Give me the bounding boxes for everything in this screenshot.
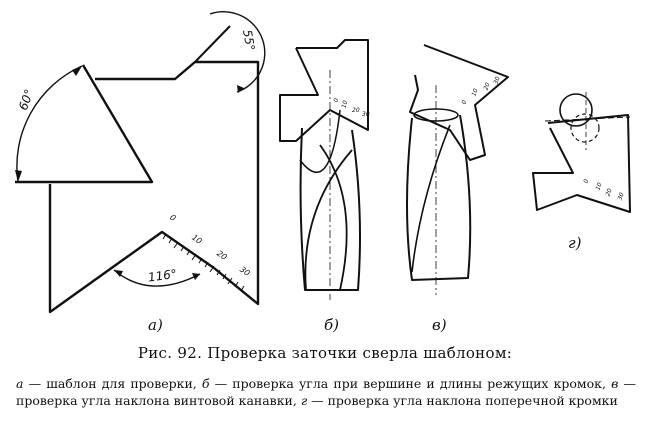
- panel-g-label: г): [568, 234, 582, 252]
- caption-text-g: — проверка угла наклона поперечной кромк…: [307, 393, 618, 408]
- panel-a-label: а): [148, 316, 163, 334]
- g-tick-0: 0: [583, 178, 591, 184]
- g-tick-30: 30: [616, 192, 625, 202]
- caption-key-v: в: [611, 376, 619, 391]
- g-tick-10: 10: [594, 182, 603, 192]
- angle-116-label: 116°: [147, 267, 178, 285]
- caption-key-b: б: [201, 376, 210, 391]
- panel-v-label: в): [432, 316, 447, 334]
- scale-tick-20: 20: [215, 249, 229, 262]
- b-tick-30: 30: [362, 111, 370, 118]
- b-tick-20: 20: [352, 107, 360, 114]
- angle-60-label: 60°: [16, 87, 36, 112]
- caption-key-a: а: [16, 376, 24, 391]
- caption-text-v: — проверка угла наклона винтовой канавки…: [16, 376, 636, 408]
- drill-template-diagram: 60° 55° 116° 0 10 20 30 0 10 20 30 0 10 …: [15, 11, 631, 334]
- figure-caption-body: а — шаблон для проверки, б — проверка уг…: [16, 375, 636, 409]
- v-tick-20: 20: [482, 82, 491, 92]
- panel-b-drill: [279, 39, 369, 300]
- caption-text-a: — шаблон для проверки,: [23, 376, 202, 391]
- panel-b-label: б): [324, 316, 339, 334]
- caption-key-g: г: [300, 393, 308, 408]
- scale-tick-0: 0: [168, 213, 177, 223]
- v-tick-30: 30: [492, 76, 501, 86]
- v-tick-10: 10: [470, 88, 479, 98]
- scale-tick-10: 10: [190, 233, 204, 246]
- g-tick-20: 20: [604, 188, 613, 198]
- panel-v-drill: [406, 44, 509, 295]
- b-tick-0: 0: [333, 97, 341, 103]
- v-tick-0: 0: [460, 99, 468, 105]
- b-tick-10: 10: [341, 100, 350, 109]
- scale-tick-30: 30: [238, 265, 252, 278]
- panel-a-template: [15, 11, 266, 314]
- panel-g-template: [532, 92, 631, 213]
- angle-55-label: 55°: [240, 29, 257, 52]
- caption-text-b: — проверка угла при вершине и длины режу…: [209, 376, 612, 391]
- figure-caption-title: Рис. 92. Проверка заточки сверла шаблоно…: [137, 344, 513, 362]
